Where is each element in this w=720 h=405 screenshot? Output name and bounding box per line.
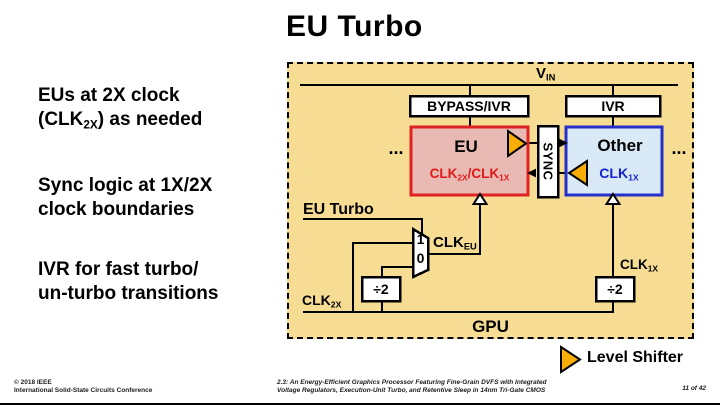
vin-base: V	[536, 65, 547, 82]
bullet-ivr-transitions: IVR for fast turbo/ un-turbo transitions	[38, 258, 290, 306]
bullet-line: clock boundaries	[38, 199, 195, 220]
clk-subscript: 2X	[457, 172, 468, 183]
bullet-text: (CLK	[38, 109, 84, 130]
clk-subscript: 1X	[499, 172, 510, 183]
clk-separator: /	[467, 166, 472, 181]
level-shifter-legend-icon	[560, 345, 582, 374]
footer-line: International Solid-State Circuits Confe…	[14, 386, 153, 394]
footer-line: Voltage Regulators, Execution-Unit Turbo…	[277, 386, 546, 394]
sync-label: SYNC	[538, 126, 558, 197]
eu-label: EU	[454, 137, 478, 156]
clk-subscript: 1X	[647, 263, 658, 274]
clk-subscript: 2X	[330, 299, 342, 310]
bullet-subscript: 2X	[83, 118, 98, 132]
clk-base: CLK	[302, 292, 331, 308]
bullet-line: Sync logic at 1X/2X	[38, 175, 213, 196]
footer-copyright: © 2018 IEEE International Solid-State Ci…	[14, 379, 152, 394]
other-clock-label: CLK1X	[588, 165, 650, 182]
gpu-label: GPU	[472, 317, 509, 336]
ivr-label: IVR	[601, 98, 625, 114]
bullet-line: un-turbo transitions	[38, 283, 219, 304]
vin-label: VIN	[536, 65, 555, 83]
eu-clock-label: CLK2X/CLK1X	[411, 166, 528, 182]
footer-line: © 2018 IEEE	[14, 379, 52, 386]
clk-2x-label: CLK2X	[302, 292, 341, 309]
clk-subscript: EU	[463, 241, 477, 252]
footer-line: 2.3: An Energy-Efficient Graphics Proces…	[277, 379, 547, 386]
ellipsis-right: ...	[671, 138, 687, 158]
clk-1x-wire-label: CLK1X	[620, 257, 658, 273]
bullet-sync-logic: Sync logic at 1X/2X clock boundaries	[38, 174, 290, 222]
divide-by-2-label-right: ÷2	[607, 281, 623, 297]
bypass-ivr-label: BYPASS/IVR	[427, 98, 511, 114]
footer-rule	[0, 402, 720, 405]
clk-base: CLK	[433, 234, 464, 251]
bullet-line: (CLK2X) as needed	[38, 108, 290, 137]
bullet-text: ) as needed	[97, 109, 203, 130]
mux-input-1-label: 1	[416, 231, 425, 247]
level-shifter-legend-label: Level Shifter	[587, 349, 684, 366]
eu-turbo-signal-label: EU Turbo	[303, 201, 374, 218]
sync-text: SYNC	[540, 142, 556, 181]
ellipsis-left: ...	[388, 138, 404, 158]
clk-subscript: 1X	[628, 172, 639, 183]
clk-base: CLK	[471, 166, 500, 181]
footer-paper-title: 2.3: An Energy-Efficient Graphics Proces…	[277, 379, 546, 394]
page-title: EU Turbo	[286, 10, 423, 43]
clk-base: CLK	[620, 257, 648, 272]
page-number: 11 of 42	[682, 385, 706, 392]
clk-base: CLK	[429, 166, 458, 181]
mux-input-0-label: 0	[416, 250, 425, 266]
bullet-eus-2x-clock: EUs at 2X clock (CLK2X) as needed	[38, 84, 290, 137]
bullet-line: EUs at 2X clock	[38, 85, 180, 106]
vin-subscript: IN	[546, 72, 556, 83]
other-label: Other	[597, 136, 643, 155]
clk-eu-label: CLKEU	[433, 234, 477, 252]
clk-base: CLK	[599, 165, 629, 181]
divide-by-2-label-left: ÷2	[373, 281, 389, 297]
bullet-line: IVR for fast turbo/	[38, 259, 199, 280]
